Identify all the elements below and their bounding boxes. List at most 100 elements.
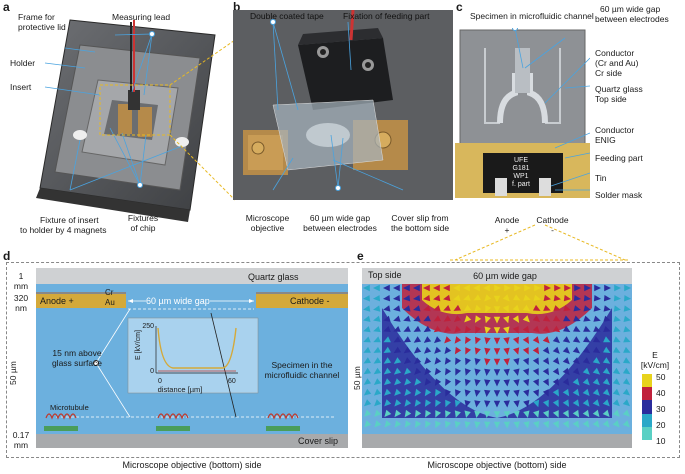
field-arrow (603, 336, 611, 343)
fixtures-chip-label-1: Fixtures (127, 213, 159, 223)
field-arrow (425, 410, 432, 418)
inset-ytick-0: 0 (150, 368, 154, 375)
field-arrow (403, 295, 411, 302)
field-arrow (582, 420, 590, 428)
field-arrow (562, 367, 570, 376)
field-arrow (542, 357, 550, 365)
field-arrow (573, 305, 581, 312)
field-arrow (384, 399, 392, 407)
field-arrow (572, 357, 580, 365)
field-arrow (383, 336, 391, 343)
field-arrow (513, 336, 519, 345)
field-arrow (474, 389, 481, 397)
field-arrow (593, 336, 601, 343)
field-arrow (503, 337, 510, 345)
field-arrow (544, 284, 551, 292)
field-arrow (523, 410, 530, 418)
field-arrow (563, 294, 571, 302)
field-arrow (552, 420, 559, 429)
solder-mask-label: Solder mask (595, 190, 643, 200)
field-arrow (542, 389, 549, 397)
d-dim-50um: 50 µm (8, 361, 18, 385)
field-arrow (602, 399, 610, 407)
field-arrow (393, 315, 401, 322)
field-arrow (522, 347, 529, 355)
field-arrow (474, 379, 481, 387)
field-arrow (483, 284, 490, 292)
field-arrow (622, 409, 630, 417)
chip-text-1: UFE (514, 157, 528, 164)
cathode-c-label-1: Cathode (536, 215, 569, 225)
field-arrow (464, 421, 471, 429)
panel-c-chip-render (455, 28, 590, 198)
frame-label-2: protective lid (18, 22, 66, 32)
field-arrow (503, 411, 510, 418)
field-arrow (383, 305, 391, 312)
c-gap-label-1: 60 µm wide gap (600, 4, 661, 14)
field-arrow (572, 399, 580, 407)
field-arrow (424, 367, 432, 376)
field-arrow (493, 316, 501, 324)
panel-e-field-map (362, 268, 632, 448)
field-arrow (623, 326, 631, 333)
field-arrow (592, 357, 601, 364)
field-arrow (465, 336, 472, 344)
field-arrow (464, 400, 471, 408)
field-arrow (454, 325, 462, 333)
field-arrow (493, 369, 501, 376)
field-arrow (445, 368, 452, 376)
chip-text-4: f. part (512, 181, 530, 188)
field-arrow (513, 400, 520, 408)
field-arrow (464, 410, 471, 418)
inset-xtick-0: 0 (158, 378, 162, 385)
field-arrow (484, 294, 492, 302)
field-arrow (384, 378, 392, 386)
panel-letter-d: d (3, 249, 11, 263)
field-arrow (454, 399, 461, 408)
field-arrow (552, 410, 559, 418)
field-arrow (603, 295, 611, 302)
field-arrow (613, 336, 621, 343)
d-dim-017-2: mm (13, 440, 29, 450)
d-cathode-label: Cathode - (290, 296, 330, 306)
field-arrow (523, 421, 530, 429)
field-arrow (493, 390, 501, 397)
field-arrow (453, 304, 461, 311)
field-arrow (423, 305, 431, 312)
field-arrow (602, 357, 611, 364)
field-arrow (503, 400, 510, 408)
field-arrow (592, 367, 601, 375)
field-arrow (582, 367, 590, 375)
field-arrow (413, 346, 422, 354)
d-dim-320nm-1: 320 (13, 293, 29, 303)
field-arrow (393, 305, 401, 312)
field-arrow (553, 315, 561, 322)
d-quartz-label: Quartz glass (248, 272, 299, 282)
field-arrow (542, 368, 549, 376)
inset-xlabel: distance [µm] (157, 385, 203, 394)
field-arrow (463, 304, 472, 312)
field-arrow (612, 388, 620, 396)
field-arrow (413, 295, 421, 302)
fixation-label: Fixation of feeding part (343, 11, 430, 21)
field-arrow (435, 399, 442, 407)
field-arrow (435, 389, 442, 397)
field-arrow (513, 294, 521, 301)
field-arrow (424, 399, 432, 407)
field-arrow (393, 357, 402, 364)
field-arrow (464, 378, 471, 387)
field-arrow (393, 284, 400, 292)
field-arrow (484, 421, 491, 429)
field-arrow (394, 378, 402, 386)
field-arrow (455, 368, 462, 376)
field-arrow (433, 284, 440, 292)
field-arrow (503, 368, 510, 376)
objective-label-1: Microscope (245, 213, 290, 223)
field-arrow (363, 295, 370, 302)
field-arrow (622, 399, 630, 407)
anode-c-label-1: Anode (494, 215, 520, 225)
field-arrow (374, 409, 382, 417)
d-microtubule-label: Microtubule (50, 403, 89, 412)
field-arrow (553, 305, 561, 312)
field-arrow (562, 378, 570, 386)
